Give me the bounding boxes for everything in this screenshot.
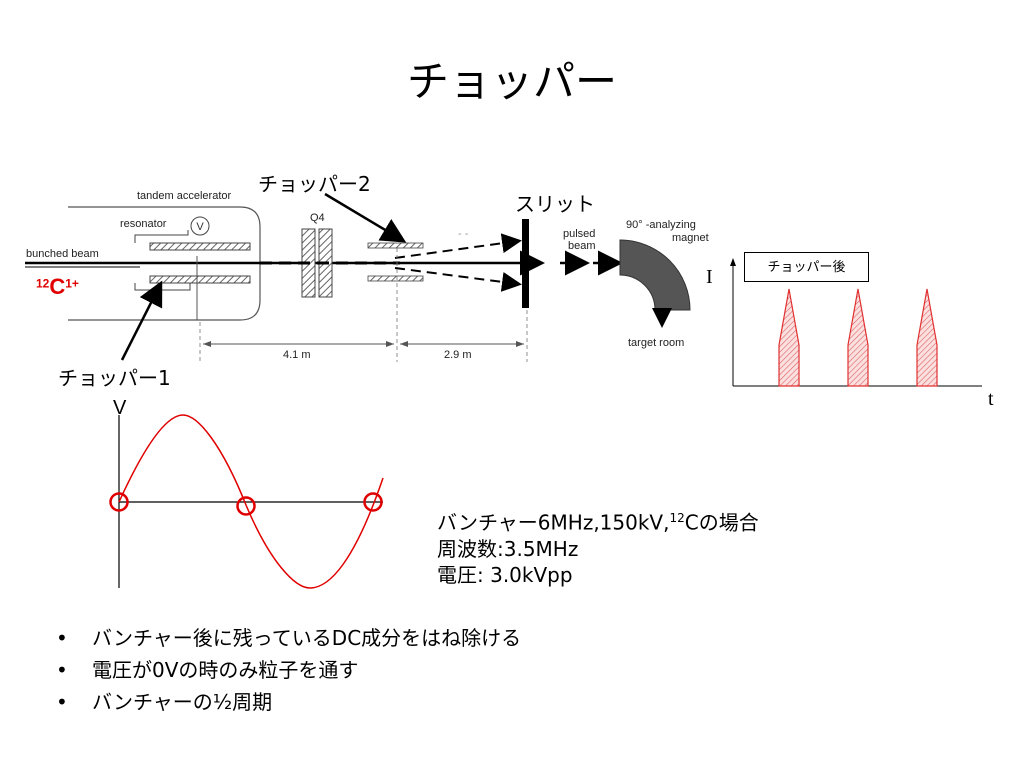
bullet-list: •バンチャー後に残っているDC成分をはね除ける •電圧が0Vの時のみ粒子を通す … xyxy=(56,622,521,718)
chopper2-pointer xyxy=(324,192,407,243)
target-room-label: target room xyxy=(628,337,685,349)
chopper2-lower-plate xyxy=(367,275,424,282)
resonator-wire-bottom xyxy=(134,283,191,291)
bullet-text: バンチャー後に残っているDC成分をはね除ける xyxy=(92,626,522,650)
bullet-item: • 電圧が0Vの時のみ粒子を通す xyxy=(56,654,521,686)
pulse-2 xyxy=(847,288,869,387)
bullet-text: バンチャーの½周期 xyxy=(92,690,273,714)
bullet-text: 電圧が0Vの時のみ粒子を通す xyxy=(92,658,359,682)
distance-arrow-1-right xyxy=(386,341,394,347)
slide-title: チョッパー xyxy=(406,57,617,106)
analyzing-magnet xyxy=(619,239,691,311)
distance-arrow-2-left xyxy=(400,341,408,347)
sine-plot-y-label: V xyxy=(113,397,127,419)
resonator-label: resonator xyxy=(120,218,167,230)
chopper2-upper-plate xyxy=(367,242,424,249)
distance-arrow-2-right xyxy=(516,341,524,347)
pulse-plot-y-label: I xyxy=(706,266,713,288)
sine-curve xyxy=(118,414,384,589)
resonator-lower-electrode xyxy=(149,275,251,284)
slit-lower xyxy=(522,270,529,308)
info-line-2: 周波数:3.5MHz xyxy=(437,536,579,561)
chopper1-label: チョッパー1 xyxy=(58,366,171,390)
beam-dots-label: - - xyxy=(458,228,469,240)
ion-symbol: C xyxy=(49,274,66,299)
info-line-1: バンチャー6MHz,150kV,12Cの場合 xyxy=(437,505,759,536)
zero-crossing-marker-3 xyxy=(363,492,383,512)
magnet-label-line2: magnet xyxy=(672,232,709,244)
ion-charge: 1+ xyxy=(65,276,79,291)
bunched-beam-label: bunched beam xyxy=(26,248,99,260)
chopper2-label: チョッパー2 xyxy=(258,172,371,196)
distance-label-1: 4.1 m xyxy=(283,349,311,361)
tandem-accelerator-label: tandem accelerator xyxy=(137,190,232,202)
pulsed-label-line2: beam xyxy=(568,240,596,252)
after-chopper-box: チョッパー後 xyxy=(744,252,869,282)
resonator-wire-top xyxy=(134,230,189,243)
bullet-symbol: • xyxy=(56,690,68,714)
pulse-plot-y-axis-arrow xyxy=(730,258,736,266)
q4-label: Q4 xyxy=(310,212,325,224)
voltmeter-icon xyxy=(190,216,210,236)
bullet-item: • バンチャー後に残っているDC成分をはね除ける xyxy=(56,622,521,654)
bullet-symbol: • xyxy=(56,658,68,682)
chopper1-pointer xyxy=(120,280,163,361)
distance-arrow-1-left xyxy=(203,341,211,347)
slit-label: スリット xyxy=(515,192,595,216)
buncher-info: バンチャー6MHz,150kV,12Cの場合 周波数:3.5MHz 電圧: 3.… xyxy=(437,505,759,588)
deflected-beam-upper xyxy=(394,233,522,259)
resonator-upper-electrode xyxy=(149,242,251,251)
bullet-symbol: • xyxy=(56,626,68,650)
info-line-1-prefix: バンチャー6MHz,150kV, xyxy=(437,510,670,535)
zero-crossing-marker-2 xyxy=(236,496,256,516)
pulsed-label-line1: pulsed xyxy=(563,228,596,240)
ion-mass-number: 12 xyxy=(36,276,50,291)
info-line-1-suffix: Cの場合 xyxy=(684,510,759,535)
magnet-label-line1: 90° -analyzing xyxy=(626,219,696,231)
bullet-item: • バンチャーの½周期 xyxy=(56,686,521,718)
pulse-plot-x-label: t xyxy=(988,388,994,410)
pulse-3 xyxy=(916,288,938,387)
zero-crossing-marker-1 xyxy=(109,492,129,512)
ion-label: 12C1+ xyxy=(36,274,79,300)
voltmeter-symbol: V xyxy=(196,221,204,233)
slit-upper xyxy=(522,219,529,255)
pulse-1 xyxy=(778,288,800,387)
deflected-beam-lower xyxy=(394,267,522,292)
info-line-1-sup: 12 xyxy=(669,511,685,525)
distance-label-2: 2.9 m xyxy=(444,349,472,361)
info-line-3: 電圧: 3.0kVpp xyxy=(437,562,573,587)
